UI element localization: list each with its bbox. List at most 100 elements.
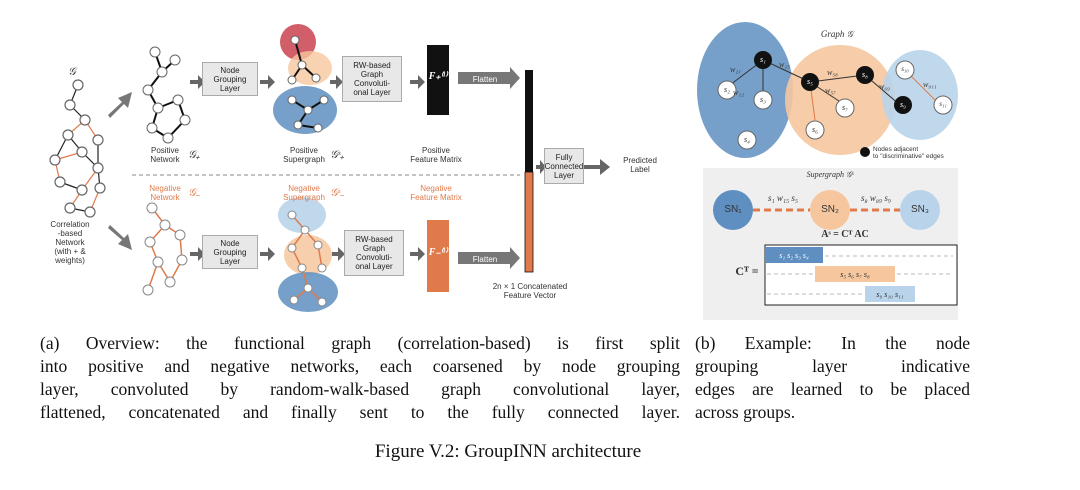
concat-vector-label: 2n × 1 Concatenated Feature Vector [492, 282, 568, 300]
arrow-rw-in-top [330, 75, 343, 89]
arrow-rw-in-bottom [332, 247, 345, 261]
caption-a: (a) Overview: the functional graph (corr… [40, 332, 680, 424]
ct-label: Cᵀ = [735, 264, 759, 278]
supergraph-title: Supergraph 𝒢ˢ [806, 170, 854, 179]
adjacency-equation: Aˢ = Cᵀ AC [821, 229, 869, 240]
caption-a-line-1: (a) Overview: the functional graph (corr… [40, 333, 680, 353]
caption-a-line-2: into positive and negative networks, eac… [40, 356, 680, 376]
node-grouping-layer-top: Node Grouping Layer [202, 62, 258, 96]
arrow-ng-out-top [260, 75, 275, 89]
edge-w69: w₆₉ [879, 82, 890, 91]
figure-caption: Figure V.2: GroupINN architecture [374, 441, 642, 462]
negative-network [142, 202, 188, 296]
fully-connected-layer: Fully Connected Layer [544, 148, 584, 184]
caption-b-line-3: edges are learned to be placed [695, 379, 970, 399]
node-s8: s₈ [862, 70, 868, 79]
flatten-label-bottom: Flatten [472, 255, 498, 264]
super-node-1-label: SN₁ [724, 204, 742, 215]
legend-dot [860, 147, 870, 157]
graph-symbol: 𝒢 [68, 66, 76, 78]
positive-feature-label: Positive Feature Matrix [410, 146, 462, 164]
edge-w57: w₅₇ [825, 86, 836, 95]
arrow-fc-out [584, 159, 610, 175]
rw-conv-layer-bottom: RW-based Graph Convoluti- onal Layer [344, 230, 404, 276]
ct-row-3-label: s₉ s₁₀ s₁₁ [876, 290, 904, 299]
caption-a-line-3: layer, convoluted by random-walk-based g… [40, 379, 680, 399]
caption-b-line-2: grouping layer indicative [695, 356, 970, 376]
super-node-3-label: SN₃ [911, 204, 929, 215]
concat-vector-top [525, 70, 533, 172]
negative-supergraph [278, 197, 338, 312]
node-s4: s₄ [744, 135, 750, 144]
graph-nodes [717, 51, 953, 150]
positive-supergraph [273, 24, 337, 134]
node-s11: s₁₁ [939, 100, 947, 108]
group-blob-3 [882, 50, 958, 140]
node-s9: s₉ [900, 100, 906, 109]
rw-conv-layer-top: RW-based Graph Convoluti- onal Layer [342, 56, 402, 102]
super-node-2 [810, 190, 850, 230]
negative-supergraph-label: Negative Supergraph [283, 184, 325, 202]
arrow-rw-out-top [410, 75, 425, 89]
negative-feature-label: Negative Feature Matrix [410, 184, 462, 202]
node-s6: s₆ [812, 125, 818, 134]
node-s5: s₅ [807, 77, 813, 86]
correlation-network-label: Correlation -based Network (with + & wei… [50, 220, 90, 265]
flatten-arrow-bottom [458, 247, 520, 269]
super-edge-left-label: s₁ w₁₅ s₅ [767, 193, 799, 203]
positive-network-label: Positive Network [150, 146, 180, 164]
negative-network-symbol: 𝒢₋ [188, 187, 200, 199]
concat-vector-bottom [524, 171, 534, 273]
positive-network [142, 46, 191, 144]
positive-supergraph-symbol: 𝒢ˢ₊ [330, 149, 344, 161]
negative-network-label: Negative Network [149, 184, 181, 202]
example-diagram: Graph 𝒢 Nodes adjacent to "discriminativ… [695, 20, 960, 320]
caption-b-line-4: across groups. [695, 402, 796, 422]
super-node-1 [713, 190, 753, 230]
edge-w58: w₅₈ [827, 68, 838, 77]
legend-text: Nodes adjacent to "discriminative" edges [873, 146, 944, 160]
flatten-arrow-top [458, 67, 520, 89]
ct-row-2-label: s₅ s₆ s₇ s₈ [840, 270, 870, 279]
edge-w21: w₂₁ [730, 65, 741, 74]
node-grouping-layer-bottom: Node Grouping Layer [202, 235, 258, 269]
node-s1: s₁ [760, 55, 766, 64]
edge-w911: w₉₁₁ [923, 80, 937, 89]
ct-row-2-bar [815, 266, 895, 282]
caption-b: (b) Example: In the node grouping layer … [695, 332, 970, 424]
arrow-fc-in [536, 160, 546, 174]
caption-b-line-1: (b) Example: In the node [695, 333, 970, 353]
graph-title: Graph 𝒢 [820, 29, 854, 39]
positive-feature-symbol: F₊⁽ˡ⁾ [428, 71, 448, 82]
ct-row-1-bar [765, 247, 823, 263]
edge-w12: w₁₂ [733, 88, 744, 97]
super-node-3 [900, 190, 940, 230]
flatten-label-top: Flatten [472, 75, 498, 84]
node-s2: s₂ [724, 85, 730, 94]
predicted-label: Predicted Label [623, 156, 657, 174]
overview-diagram: 𝒢 Correlation -based Network (with + & w… [40, 20, 680, 330]
overview-graphics [49, 24, 610, 312]
positive-supergraph-label: Positive Supergraph [283, 146, 325, 164]
ct-row-1-label: s₁ s₂ s₃ s₄ [779, 251, 809, 260]
node-s7: s₇ [842, 103, 848, 112]
correlation-network [49, 79, 106, 218]
negative-feature-symbol: F₋⁽ˡ⁾ [428, 247, 448, 258]
node-s10: s₁₀ [901, 65, 909, 73]
negative-feature-matrix [427, 220, 449, 292]
arrow-to-negative [108, 225, 132, 250]
example-graphics [697, 22, 958, 320]
arrow-ng-in-bottom [190, 247, 205, 261]
ct-row-3-bar [865, 286, 915, 302]
arrow-ng-in-top [190, 75, 205, 89]
arrow-to-positive [108, 92, 132, 118]
positive-network-symbol: 𝒢₊ [188, 149, 200, 161]
super-node-2-label: SN₂ [821, 204, 839, 215]
node-s3: s₃ [760, 95, 766, 104]
caption-a-line-4: flattened, concatenated and finally sent… [40, 402, 680, 422]
arrow-rw-out-bottom [410, 247, 425, 261]
positive-feature-matrix [427, 45, 449, 115]
edge-w15: w₁₅ [779, 60, 790, 69]
arrow-ng-out-bottom [260, 247, 275, 261]
negative-supergraph-symbol: 𝒢ˢ₋ [330, 187, 344, 199]
